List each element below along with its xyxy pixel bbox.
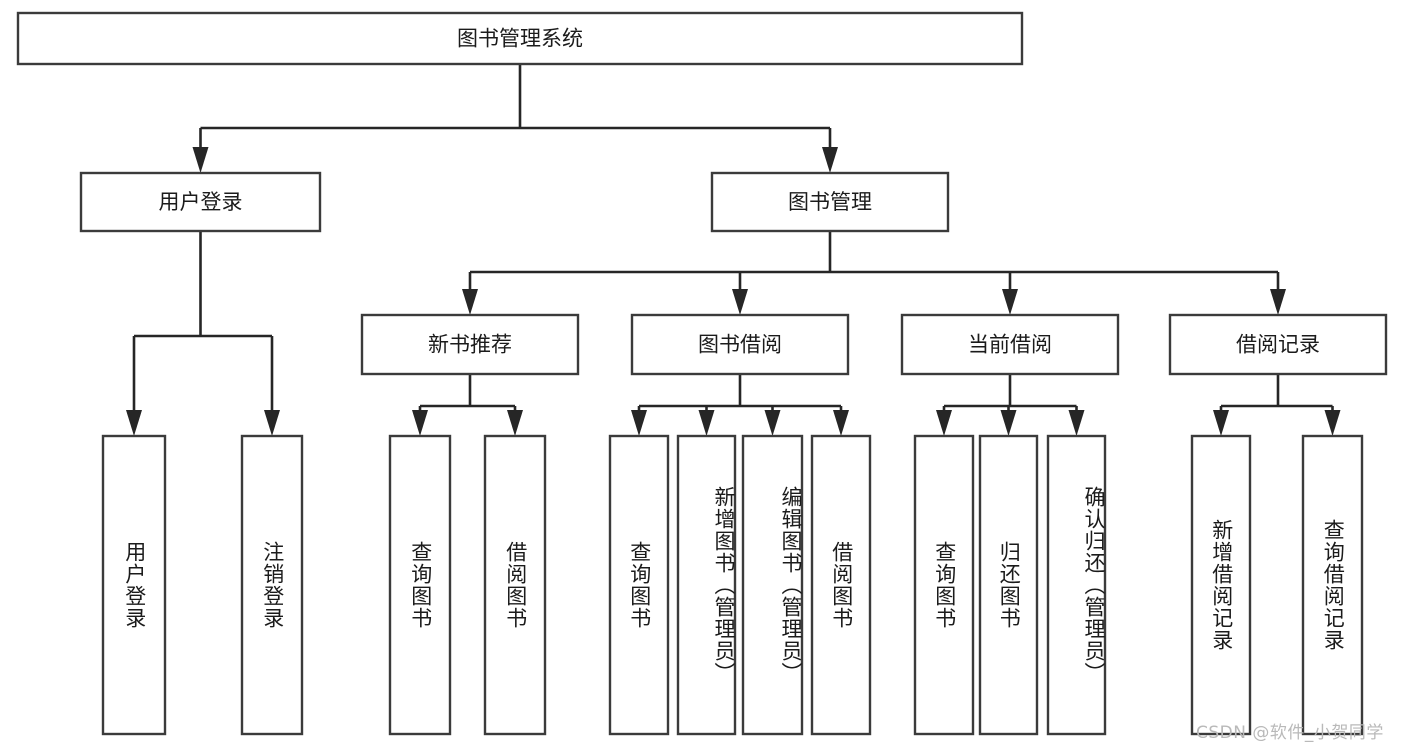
node-box-leaf-return-book bbox=[978, 434, 1039, 736]
arrow-head-new-book-recommend bbox=[462, 289, 478, 315]
node-box-leaf-borrow-book-b bbox=[810, 434, 872, 736]
node-box-book-borrow bbox=[630, 313, 850, 376]
arrow-head-borrow-record bbox=[1270, 289, 1286, 315]
node-label-book-borrow: 图书借阅 bbox=[698, 333, 782, 357]
arrow-head-leaf-borrow-book-a bbox=[507, 410, 523, 436]
node-box-book-management bbox=[710, 171, 950, 233]
node-label-root: 图书管理系统 bbox=[457, 27, 583, 51]
arrow-head-leaf-return-book bbox=[1000, 410, 1017, 436]
node-box-leaf-edit-book bbox=[741, 434, 804, 736]
arrow-head-leaf-query-borrow-record bbox=[1324, 410, 1341, 436]
node-label-new-book-recommend: 新书推荐 bbox=[428, 333, 512, 357]
node-label-current-borrow: 当前借阅 bbox=[968, 333, 1052, 357]
node-box-leaf-query-book-b bbox=[608, 434, 670, 736]
box-layer bbox=[16, 11, 1388, 736]
node-box-leaf-query-book-c bbox=[913, 434, 975, 736]
node-box-root bbox=[16, 11, 1024, 66]
arrow-head-leaf-user-login bbox=[126, 410, 142, 436]
node-box-borrow-record bbox=[1168, 313, 1388, 376]
arrow-head-leaf-edit-book bbox=[764, 410, 781, 436]
node-box-leaf-user-login bbox=[101, 434, 167, 736]
connector-layer bbox=[126, 64, 1341, 436]
arrow-head-leaf-query-book-b bbox=[631, 410, 647, 436]
node-box-leaf-add-borrow-record bbox=[1190, 434, 1252, 736]
node-box-leaf-add-book bbox=[676, 434, 737, 736]
arrow-head-leaf-add-book bbox=[698, 410, 715, 436]
arrow-head-leaf-user-logout bbox=[264, 410, 280, 436]
arrow-head-leaf-confirm-return bbox=[1068, 410, 1085, 436]
csdn-watermark: CSDN @软件_小贺同学 bbox=[1196, 723, 1384, 743]
node-box-leaf-query-borrow-record bbox=[1301, 434, 1364, 736]
arrow-head-leaf-query-book-a bbox=[412, 410, 428, 436]
node-box-current-borrow bbox=[900, 313, 1120, 376]
node-box-leaf-query-book-a bbox=[388, 434, 452, 736]
node-box-leaf-confirm-return bbox=[1046, 434, 1107, 736]
node-box-user-login bbox=[79, 171, 322, 233]
node-label-book-management: 图书管理 bbox=[788, 190, 872, 214]
arrow-head-book-borrow bbox=[732, 289, 748, 315]
node-box-leaf-user-logout bbox=[240, 434, 304, 736]
arrow-head-current-borrow bbox=[1002, 289, 1018, 315]
node-label-borrow-record: 借阅记录 bbox=[1236, 333, 1320, 357]
node-box-new-book-recommend bbox=[360, 313, 580, 376]
node-box-leaf-borrow-book-a bbox=[483, 434, 547, 736]
arrow-head-leaf-query-book-c bbox=[936, 410, 952, 436]
arrow-head-user-login bbox=[192, 147, 209, 173]
arrow-head-leaf-add-borrow-record bbox=[1213, 410, 1229, 436]
arrow-head-book-management bbox=[822, 147, 838, 173]
node-label-user-login: 用户登录 bbox=[159, 190, 243, 214]
arrow-head-leaf-borrow-book-b bbox=[833, 410, 849, 436]
